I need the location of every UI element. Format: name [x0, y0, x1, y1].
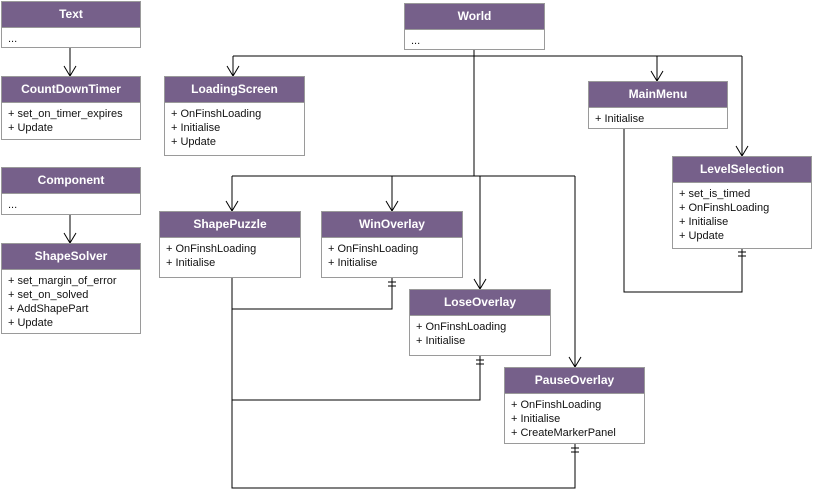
class-shapepuzzle-header: ShapePuzzle [160, 212, 300, 237]
member: + Update [171, 136, 216, 148]
member: + OnFinshLoading [511, 399, 602, 411]
class-shapesolver-header: ShapeSolver [2, 244, 140, 269]
member: + Initialise [679, 216, 729, 228]
class-countdowntimer[interactable]: CountDownTimer + set_on_timer_expires + … [1, 76, 141, 140]
class-mainmenu-header: MainMenu [589, 82, 727, 107]
member: + CreateMarkerPanel [511, 427, 616, 439]
member: + Initialise [511, 413, 561, 425]
class-mainmenu-members: + Initialise [589, 107, 727, 130]
class-world-members: ... [405, 29, 544, 52]
class-loadingscreen-members: + OnFinshLoading + Initialise + Update [165, 102, 304, 153]
member: + set_on_solved [8, 289, 89, 301]
member: + OnFinshLoading [679, 202, 770, 214]
class-shapepuzzle-members: + OnFinshLoading + Initialise [160, 237, 300, 274]
member: ... [411, 35, 421, 47]
class-loadingscreen-header: LoadingScreen [165, 77, 304, 102]
edge-shapepuzzle-loseoverlay [231, 309, 481, 401]
class-pauseoverlay[interactable]: PauseOverlay + OnFinshLoading + Initiali… [504, 367, 645, 444]
member: + set_on_timer_expires [8, 108, 123, 120]
class-loadingscreen[interactable]: LoadingScreen + OnFinshLoading + Initial… [164, 76, 305, 156]
class-winoverlay[interactable]: WinOverlay + OnFinshLoading + Initialise [321, 211, 463, 278]
member: + Initialise [328, 257, 378, 269]
member: + Initialise [416, 335, 466, 347]
member: + Initialise [595, 113, 645, 125]
member: + Initialise [171, 122, 221, 134]
marker-winoverlay [388, 281, 396, 287]
member: + set_margin_of_error [8, 275, 117, 287]
member: ... [8, 33, 18, 45]
class-text[interactable]: Text ... [1, 1, 141, 48]
member: + set_is_timed [679, 188, 751, 200]
class-winoverlay-members: + OnFinshLoading + Initialise [322, 237, 462, 274]
marker-pauseoverlay [571, 447, 579, 453]
class-mainmenu[interactable]: MainMenu + Initialise [588, 81, 728, 129]
member: + Initialise [166, 257, 216, 269]
class-loseoverlay-header: LoseOverlay [410, 290, 550, 315]
class-text-header: Text [2, 2, 140, 27]
marker-levelselection [738, 251, 746, 257]
edge-shapepuzzle-pauseoverlay [231, 400, 576, 489]
member: + OnFinshLoading [416, 321, 507, 333]
class-shapesolver[interactable]: ShapeSolver + set_margin_of_error + set_… [1, 243, 141, 334]
class-levelselection-header: LevelSelection [673, 157, 811, 182]
class-winoverlay-header: WinOverlay [322, 212, 462, 237]
member: + Update [8, 122, 53, 134]
class-loseoverlay-members: + OnFinshLoading + Initialise [410, 315, 550, 352]
class-component[interactable]: Component ... [1, 167, 141, 215]
class-countdowntimer-header: CountDownTimer [2, 77, 140, 102]
member: + Update [679, 230, 724, 242]
member: ... [8, 199, 18, 211]
class-text-members: ... [2, 27, 140, 50]
class-world-header: World [405, 4, 544, 29]
member: + OnFinshLoading [328, 243, 419, 255]
edge-mainmenu-levelselection [623, 129, 743, 293]
class-loseoverlay[interactable]: LoseOverlay + OnFinshLoading + Initialis… [409, 289, 551, 356]
member: + Update [8, 317, 53, 329]
class-world[interactable]: World ... [404, 3, 545, 50]
class-levelselection[interactable]: LevelSelection + set_is_timed + OnFinshL… [672, 156, 812, 249]
member: + OnFinshLoading [171, 108, 262, 120]
class-shapepuzzle[interactable]: ShapePuzzle + OnFinshLoading + Initialis… [159, 211, 301, 278]
class-pauseoverlay-members: + OnFinshLoading + Initialise + CreateMa… [505, 393, 644, 444]
class-pauseoverlay-header: PauseOverlay [505, 368, 644, 393]
marker-loseoverlay [476, 359, 484, 365]
member: + AddShapePart [8, 303, 89, 315]
edge-shapepuzzle-winoverlay [231, 278, 393, 310]
class-levelselection-members: + set_is_timed + OnFinshLoading + Initia… [673, 182, 811, 247]
class-component-members: ... [2, 193, 140, 216]
member: + OnFinshLoading [166, 243, 257, 255]
class-shapesolver-members: + set_margin_of_error + set_on_solved + … [2, 269, 140, 334]
class-countdowntimer-members: + set_on_timer_expires + Update [2, 102, 140, 139]
class-component-header: Component [2, 168, 140, 193]
